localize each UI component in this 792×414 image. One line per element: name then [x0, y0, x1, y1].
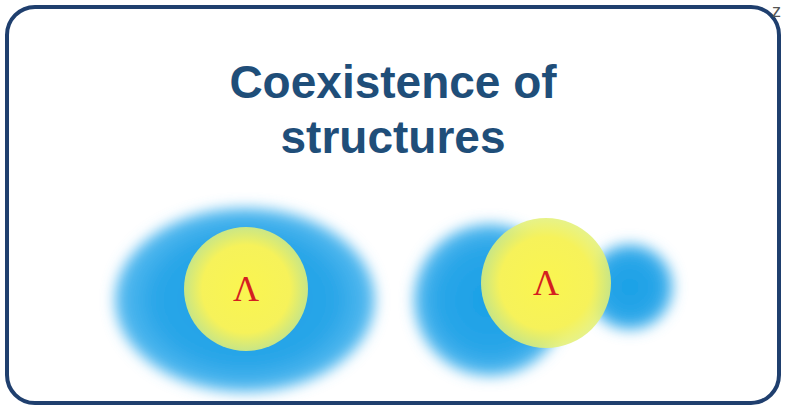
title-text: Coexistence of structures [178, 55, 608, 165]
stray-letter: z [772, 2, 781, 20]
lambda-symbol: Λ [533, 265, 559, 301]
lambda-symbol: Λ [233, 271, 259, 307]
frame-box: Coexistence of structuresΛ Λ [5, 5, 781, 405]
lambda-core: Λ [184, 227, 308, 351]
lambda-core: Λ [481, 218, 611, 348]
blue-ellipse [115, 208, 375, 392]
